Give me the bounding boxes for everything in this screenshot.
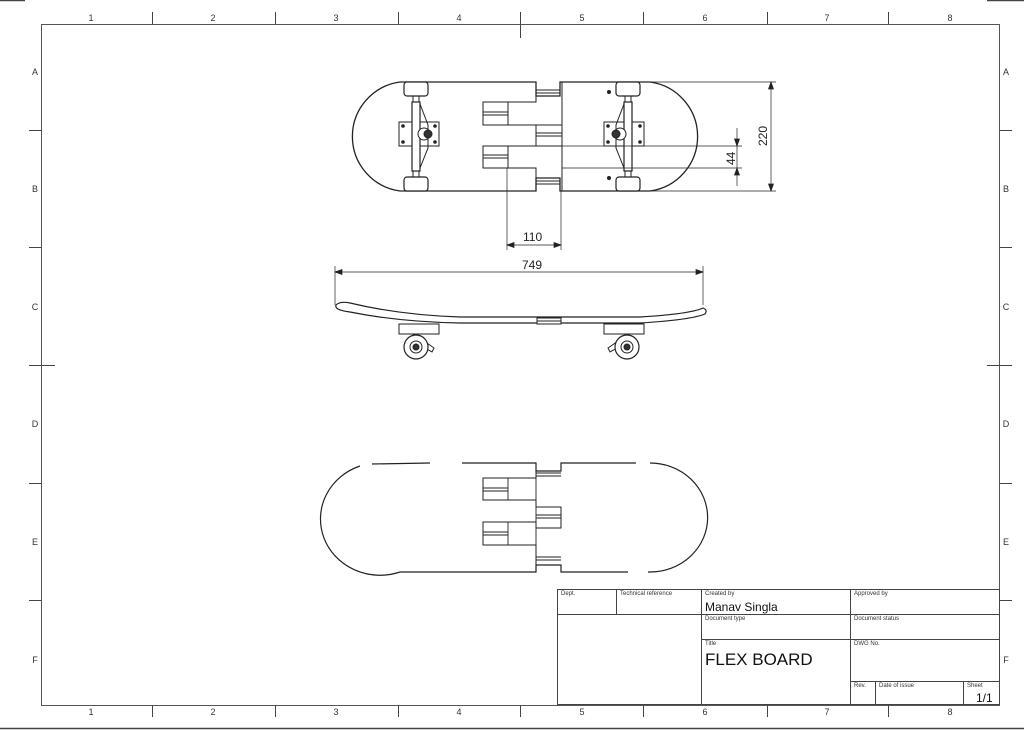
bottom-view [319, 462, 709, 576]
doc-type-label: Document type [705, 616, 746, 622]
created-by-label: Created by [705, 591, 735, 597]
zone-col-label: 8 [947, 13, 953, 23]
dwg-no-cell: DWG No. [850, 639, 1000, 681]
title-label: Title [705, 641, 717, 647]
zone-col-label: 5 [579, 707, 585, 717]
zone-row-label: E [1002, 537, 1010, 547]
zone-row-label: E [31, 537, 39, 547]
zone-col-label: 8 [947, 707, 953, 717]
created-by-cell: Created by Manav Singla [701, 589, 850, 614]
zone-col-label: 5 [579, 13, 585, 23]
dept-label: Dept. [561, 591, 576, 597]
zone-row-label: B [1002, 184, 1010, 194]
zone-row-label: A [1002, 67, 1010, 77]
doc-status-cell: Document status [850, 614, 1000, 639]
zone-col-label: 7 [824, 13, 830, 23]
zone-row-label: A [31, 67, 39, 77]
rev-label: Rev. [854, 683, 866, 689]
doc-status-label: Document status [854, 616, 900, 622]
sheet-cell: Sheet 1/1 [963, 681, 1000, 705]
zone-col-label: 1 [88, 707, 94, 717]
zone-row-label: D [31, 419, 39, 429]
zone-col-label: 4 [456, 707, 462, 717]
row-ticks [29, 130, 1012, 601]
dimension-overall-length: 749 [522, 258, 543, 272]
rev-cell: Rev. [850, 681, 875, 705]
truck-right [603, 81, 645, 192]
zone-col-label: 6 [702, 707, 708, 717]
sheet-value: 1/1 [976, 691, 993, 705]
created-by-value: Manav Singla [705, 600, 778, 614]
zone-row-label: D [1002, 419, 1010, 429]
tech-ref-label: Technical reference [620, 591, 673, 597]
zone-row-label: F [1003, 655, 1009, 665]
zone-col-label: 7 [824, 707, 830, 717]
zone-row-label: F [32, 655, 38, 665]
dept-cell: Dept. [557, 589, 616, 614]
dimension-truck-spacing: 44 [724, 151, 738, 165]
dwg-no-label: DWG No. [854, 641, 880, 647]
zone-col-label: 6 [702, 13, 708, 23]
zone-col-label: 1 [88, 13, 94, 23]
approved-by-cell: Approved by [850, 589, 1000, 614]
dimension-lines [505, 80, 776, 250]
top-view [351, 80, 776, 250]
zone-col-label: 2 [210, 707, 216, 717]
zone-col-label: 4 [456, 13, 462, 23]
approved-by-label: Approved by [854, 591, 888, 597]
zone-row-label: C [1002, 302, 1010, 312]
tech-ref-cell: Technical reference [616, 589, 701, 614]
zone-col-label: 3 [333, 13, 339, 23]
zone-col-label: 2 [210, 13, 216, 23]
title-value: FLEX BOARD [705, 650, 813, 669]
dimension-joint-offset: 110 [523, 230, 543, 244]
side-view [333, 266, 707, 360]
doc-type-cell: Document type [701, 614, 850, 639]
date-cell: Date of issue [875, 681, 963, 705]
zone-col-label: 3 [333, 707, 339, 717]
truck-left [398, 81, 440, 192]
blank-cell [557, 614, 701, 705]
zone-row-label: C [31, 302, 39, 312]
title-cell: Title FLEX BOARD [701, 639, 850, 705]
date-label: Date of issue [879, 683, 915, 689]
dimension-width: 220 [756, 125, 770, 146]
title-block: Dept. Technical reference Created by Man… [557, 589, 1000, 705]
zone-row-label: B [31, 184, 39, 194]
sheet-label: Sheet [967, 683, 983, 689]
column-ticks [152, 12, 889, 717]
